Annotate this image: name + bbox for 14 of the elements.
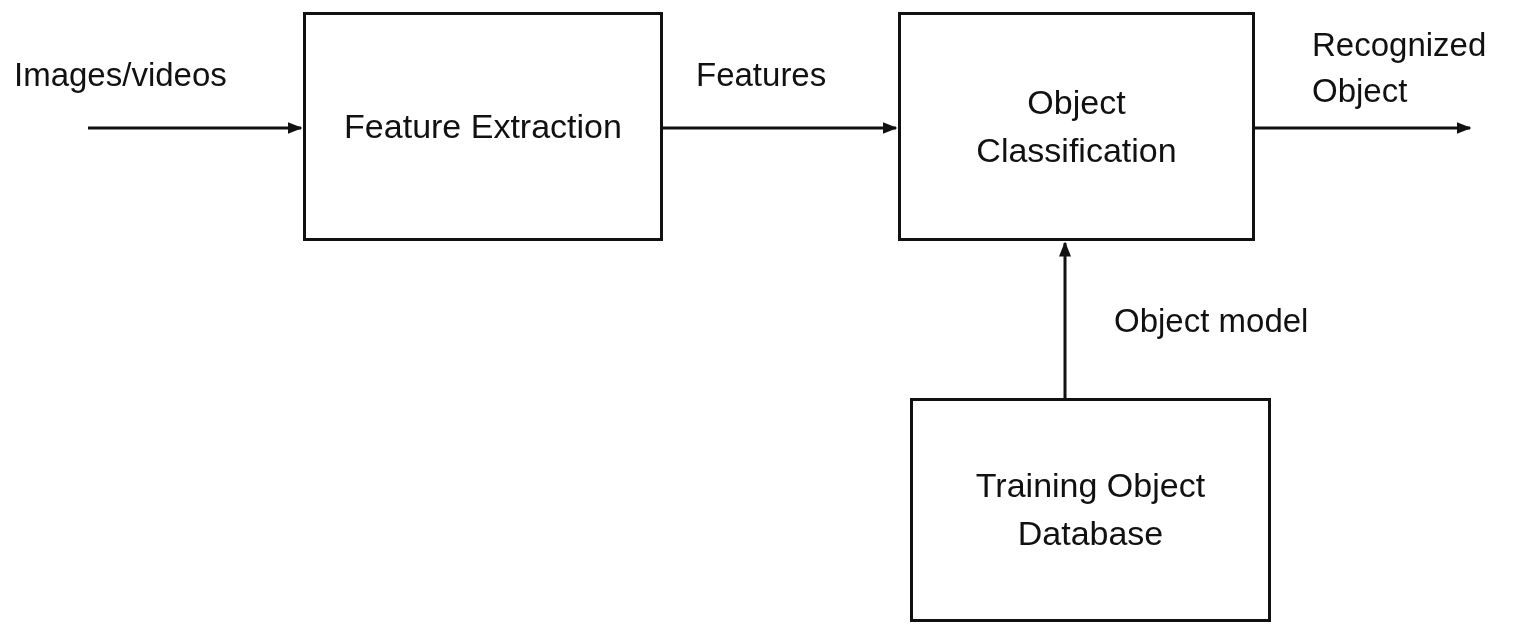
edge-label: Images/videos: [14, 55, 228, 95]
edge-label: Recognized Object: [1312, 25, 1488, 112]
edge-label: Features: [696, 55, 828, 95]
box-label: Training Object Database: [974, 465, 1207, 554]
process-box: [910, 398, 1271, 622]
arrow: [663, 122, 898, 134]
process-box: [898, 12, 1255, 241]
process-box: [303, 12, 663, 241]
arrow: [1255, 122, 1472, 134]
box-label: Object Classification: [975, 81, 1178, 171]
box-label: Feature Extraction: [344, 105, 622, 147]
arrow: [1059, 241, 1071, 398]
edge-label: Object model: [1114, 301, 1310, 341]
arrow: [88, 122, 303, 134]
